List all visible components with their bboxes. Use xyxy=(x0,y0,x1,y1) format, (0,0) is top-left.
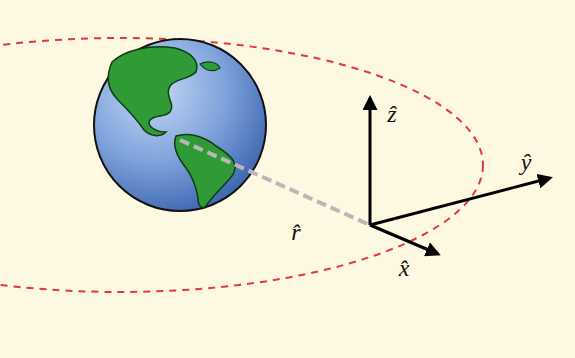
x-axis xyxy=(370,225,438,254)
y-axis xyxy=(370,178,550,225)
axis-label: r̂ xyxy=(291,220,300,244)
axis-label: ŷ xyxy=(521,150,532,174)
axis-label: ẑ xyxy=(387,102,396,126)
z-axis xyxy=(369,98,372,225)
orbit-path xyxy=(0,38,483,292)
position-line xyxy=(180,140,370,225)
earth xyxy=(94,39,266,211)
axis-label: x̂ xyxy=(399,256,410,280)
